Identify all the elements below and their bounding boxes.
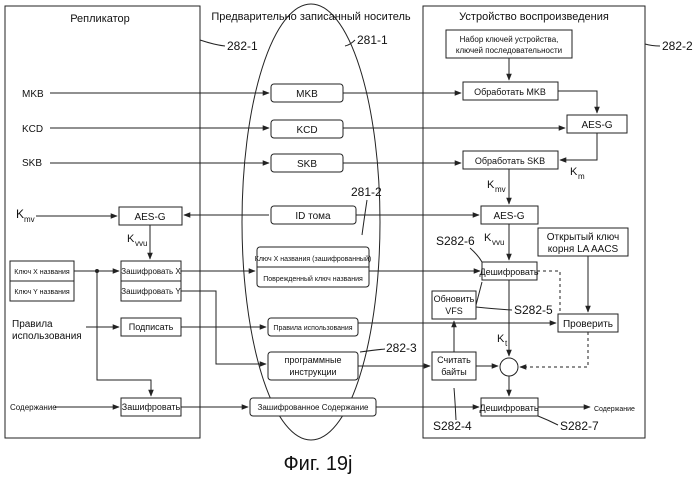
replicator-sign-label: Подписать — [129, 322, 174, 332]
leader-s282-6 — [470, 248, 482, 262]
player-read-line1: Считать — [437, 355, 471, 365]
input-kcd: KCD — [22, 124, 43, 135]
player-combine-node — [500, 358, 518, 376]
player-aes-g-label: AES-G — [493, 211, 524, 222]
svg-text:mv: mv — [24, 215, 35, 224]
svg-text:vvu: vvu — [135, 239, 147, 248]
medium-encrypted-content-label: Зашифрованное Содержание — [258, 403, 370, 412]
svg-text:K: K — [570, 166, 578, 178]
medium-usage-rules-label: Правила использования — [273, 325, 352, 332]
player-keyset-line1: Набор ключей устройства, — [460, 35, 559, 44]
player-update-line1: Обновить — [434, 294, 475, 304]
ref-s282-5: S282-5 — [514, 303, 553, 317]
player-pubkey-line1: Открытый ключ — [547, 232, 619, 243]
svg-text:t: t — [505, 339, 508, 348]
leader-282-2 — [645, 44, 660, 46]
ref-282-3: 282-3 — [386, 341, 417, 355]
input-rules-line2: использования — [12, 331, 82, 342]
svg-text:K: K — [127, 233, 135, 245]
player-kt: K t — [497, 333, 508, 348]
arrow-process-mkb-to-aes — [558, 91, 597, 113]
replicator-aes-g-label: AES-G — [134, 212, 165, 223]
player-decrypt2-label: Дешифровать — [479, 403, 538, 413]
medium-mkb-label: MKB — [296, 89, 318, 100]
replicator-kvvu: K vvu — [127, 233, 147, 248]
player-update-line2: VFS — [445, 306, 463, 316]
input-mkb: MKB — [22, 89, 44, 100]
leader-s282-4 — [454, 388, 456, 420]
ref-282-1: 282-1 — [227, 39, 258, 53]
replicator-title: Репликатор — [70, 13, 130, 25]
medium-damaged-key: Поврежденный ключ названия — [263, 275, 363, 283]
player-keyset-line2: ключей последовательности — [456, 46, 562, 55]
medium-program-line1: программные — [285, 355, 342, 365]
medium-skb-label: SKB — [297, 159, 317, 170]
replicator-encrypt-y: Зашифровать Y — [121, 287, 181, 296]
leader-s282-5 — [476, 307, 512, 310]
player-decrypt1-label: Дешифровать — [479, 267, 538, 277]
input-content: Содержание — [10, 403, 57, 412]
figure-caption: Фиг. 19j — [283, 453, 352, 475]
svg-text:K: K — [487, 179, 495, 191]
player-process-skb-label: Обработать SKB — [475, 156, 545, 166]
leader-s282-7 — [538, 416, 558, 425]
ref-281-2: 281-2 — [351, 185, 382, 199]
leader-282-3 — [360, 349, 385, 352]
svg-text:K: K — [16, 207, 24, 221]
player-km: K m — [570, 166, 585, 181]
input-rules-line1: Правила — [12, 319, 53, 330]
input-kmv: K mv — [16, 207, 35, 224]
arrow-km-to-process-skb — [560, 133, 597, 160]
svg-text:K: K — [484, 232, 492, 244]
replicator-key-y: Ключ Y названия — [14, 289, 70, 296]
leader-281-2 — [362, 200, 367, 235]
player-pubkey-line2: корня LA AACS — [548, 244, 619, 255]
wire-update-to-decrypt — [476, 282, 482, 305]
leader-282-1 — [200, 40, 225, 46]
replicator-key-x: Ключ X названия — [14, 269, 70, 276]
medium-kcd-label: KCD — [296, 125, 317, 136]
medium-volume-id-label: ID тома — [295, 211, 331, 222]
player-kmv: K mv — [487, 179, 506, 194]
replicator-encrypt-x: Зашифровать X — [121, 267, 181, 276]
ref-s282-6: S282-6 — [436, 234, 475, 248]
arrow-verify-to-combine — [520, 332, 588, 367]
player-title: Устройство воспроизведения — [459, 11, 609, 23]
player-verify-label: Проверить — [563, 319, 613, 330]
replicator-encrypt-label: Зашифровать — [122, 402, 181, 412]
svg-text:vvu: vvu — [492, 238, 504, 247]
medium-program-line2: инструкции — [289, 367, 336, 377]
player-kvvu: K vvu — [484, 232, 504, 247]
svg-text:mv: mv — [495, 185, 506, 194]
ref-s282-4: S282-4 — [433, 419, 472, 433]
player-process-mkb-label: Обработать MKB — [474, 87, 546, 97]
player-read-line2: байты — [441, 367, 467, 377]
ref-s282-7: S282-7 — [560, 419, 599, 433]
player-aes-g-top-label: AES-G — [581, 120, 612, 131]
input-skb: SKB — [22, 158, 42, 169]
player-output-content: Содержание — [594, 406, 635, 413]
ref-282-2: 282-2 — [662, 39, 693, 53]
svg-text:m: m — [578, 172, 585, 181]
medium-title: Предварительно записанный носитель — [211, 11, 411, 23]
ref-281-1: 281-1 — [357, 33, 388, 47]
svg-text:K: K — [497, 333, 505, 345]
medium-title-key-x: Ключ X названия (зашифрованный) — [255, 255, 371, 263]
